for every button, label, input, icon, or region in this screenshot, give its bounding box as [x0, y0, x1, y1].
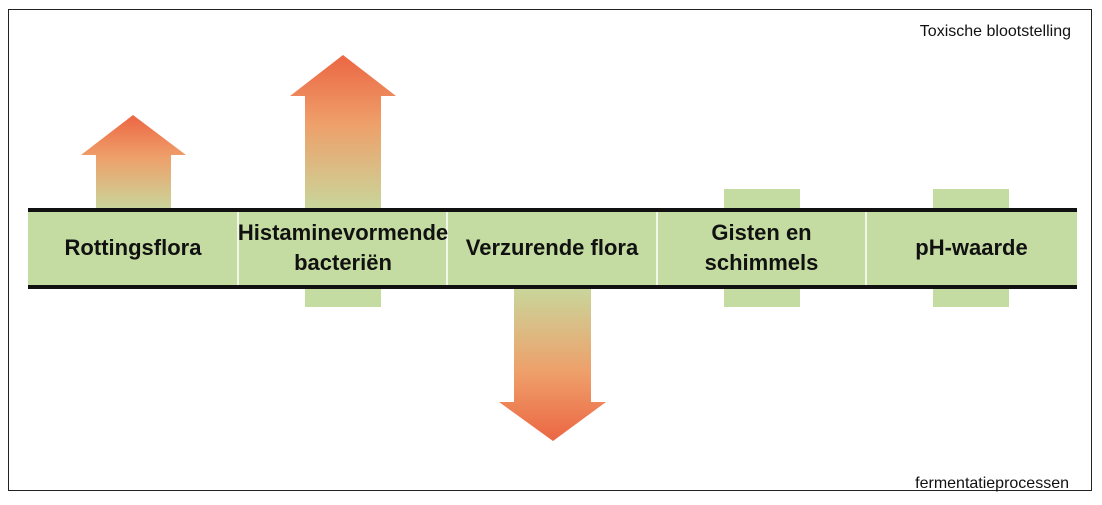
fermentation-label: fermentatieprocessen — [915, 475, 1069, 492]
toxic-exposure-label: Toxische blootstelling — [919, 23, 1071, 40]
category-label-gisten-en-schimmels: Gisten en schimmels — [704, 220, 819, 275]
rottingsflora-up-arrow — [81, 115, 186, 210]
acidifying-flora-down-arrow — [499, 287, 606, 441]
ph-value-lower-tab — [933, 286, 1009, 307]
yeasts-moulds-lower-tab — [724, 286, 800, 307]
category-label-verzurende-flora: Verzurende flora — [465, 235, 639, 260]
ph-value-upper-tab — [933, 189, 1009, 210]
central-band — [28, 210, 1077, 287]
histamine-bacteria-up-arrow — [290, 55, 396, 210]
category-label-histaminevormende-bacterien: Histaminevormende bacteriën — [237, 220, 449, 275]
category-label-ph-waarde: pH-waarde — [915, 235, 1028, 260]
histamine-bacteria-lower-tab — [305, 286, 381, 307]
yeasts-moulds-upper-tab — [724, 189, 800, 210]
category-label-rottingsflora: Rottingsflora — [64, 235, 202, 260]
